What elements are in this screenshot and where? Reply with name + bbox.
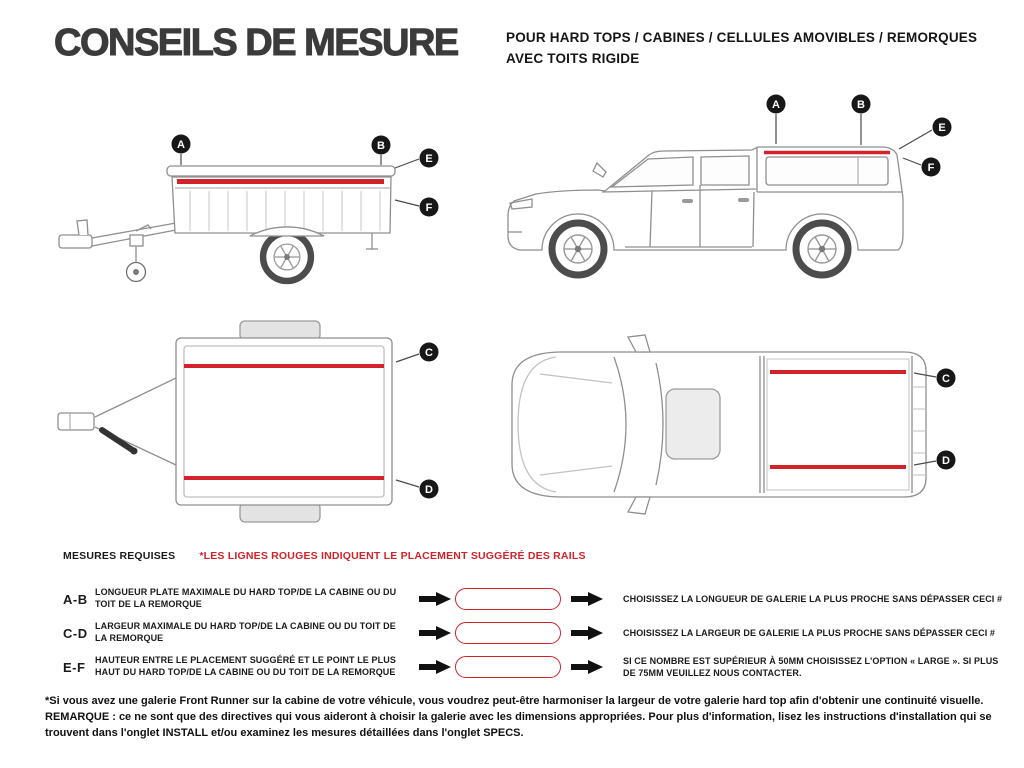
measurement-instruction: CHOISISSEZ LA LARGEUR DE GALERIE LA PLUS…: [623, 627, 996, 638]
red-lines-note: *LES LIGNES ROUGES INDIQUENT LE PLACEMEN…: [199, 550, 586, 562]
measurement-row-cd: C-D LARGEUR MAXIMALE DU HARD TOP/DE LA C…: [0, 618, 1024, 648]
measurement-value-box: [455, 656, 561, 678]
truck-top-view-drawing: [511, 334, 927, 515]
subtitle-line-2: AVEC TOITS RIGIDE: [506, 50, 640, 66]
required-measurements-section: MESURES REQUISES *LES LIGNES ROUGES INDI…: [0, 550, 1024, 686]
callout-label: E: [938, 122, 945, 134]
measurement-code: C-D: [63, 625, 88, 641]
callout-label: B: [377, 140, 385, 152]
callout-truck-top-D: [936, 450, 956, 470]
callout-trailer-side-A: [171, 134, 191, 154]
subtitle-line-1: POUR HARD TOPS / CABINES / CELLULES AMOV…: [506, 30, 978, 45]
arrow-right-icon: [561, 659, 613, 675]
suggested-rail-line-trailer-side: [177, 179, 384, 184]
arrow-right-icon: [415, 659, 455, 675]
arrow-right-icon: [561, 625, 613, 641]
trailer-wheel: [263, 233, 311, 281]
callout-trailer-top-D: [419, 479, 439, 499]
callout-truck-side-B: [851, 94, 871, 114]
measurement-instruction: SI CE NOMBRE EST SUPÉRIEUR À 50MM CHOISI…: [623, 655, 999, 678]
measurement-row-ef: E-F HAUTEUR ENTRE LE PLACEMENT SUGGÉRÉ E…: [0, 652, 1024, 682]
callout-trailer-side-E: [419, 148, 439, 168]
measures-required-label: MESURES REQUISES: [63, 550, 176, 562]
measurement-code: A-B: [63, 591, 88, 607]
callout-truck-top-C: [936, 368, 956, 388]
measurement-code: E-F: [63, 659, 86, 675]
callout-trailer-top-C: [419, 342, 439, 362]
truck-rear-wheel: [796, 223, 848, 275]
trailer-top-view-drawing: [57, 320, 393, 523]
callout-label: D: [425, 484, 433, 496]
callout-label: F: [426, 202, 433, 214]
callout-trailer-side-B: [371, 135, 391, 155]
callout-label: C: [942, 373, 950, 385]
trailer-side-view-drawing: [58, 165, 396, 283]
arrow-right-icon: [561, 591, 613, 607]
callout-markers: A B E F A B E F C D C D: [171, 94, 956, 499]
callout-truck-side-A: [766, 94, 786, 114]
page-title: CONSEILS DE MESURE: [54, 22, 460, 65]
measurement-description: LARGEUR MAXIMALE DU HARD TOP/DE LA CABIN…: [95, 621, 396, 643]
callout-label: B: [857, 99, 865, 111]
truck-side-view-drawing: [507, 146, 904, 251]
callout-label: D: [942, 455, 950, 467]
measurement-instruction: CHOISISSEZ LA LONGUEUR DE GALERIE LA PLU…: [623, 593, 1003, 604]
page-subtitle: POUR HARD TOPS / CABINES / CELLULES AMOV…: [506, 28, 1006, 70]
measurement-value-box: [455, 622, 561, 644]
measurement-description: LONGUEUR PLATE MAXIMALE DU HARD TOP/DE L…: [95, 587, 397, 609]
arrow-right-icon: [415, 625, 455, 641]
measurement-value-box: [455, 588, 561, 610]
trailer-fender: [249, 226, 325, 237]
arrow-right-icon: [415, 591, 455, 607]
callout-truck-side-F: [921, 157, 941, 177]
callout-label: A: [772, 99, 780, 111]
measurement-diagrams: A B E F A B E F C D C D: [57, 94, 956, 523]
footer-note: *Si vous avez une galerie Front Runner s…: [45, 694, 993, 742]
callout-label: F: [928, 162, 935, 174]
measurement-row-ab: A-B LONGUEUR PLATE MAXIMALE DU HARD TOP/…: [0, 584, 1024, 614]
truck-front-wheel: [552, 223, 604, 275]
callout-truck-side-E: [932, 117, 952, 137]
footer-note-text: *Si vous avez une galerie Front Runner s…: [45, 695, 992, 739]
measurement-description: HAUTEUR ENTRE LE PLACEMENT SUGGÉRÉ ET LE…: [95, 655, 396, 677]
callout-label: A: [177, 139, 185, 151]
callout-trailer-side-F: [419, 197, 439, 217]
callout-label: C: [425, 347, 433, 359]
callout-label: E: [425, 153, 432, 165]
